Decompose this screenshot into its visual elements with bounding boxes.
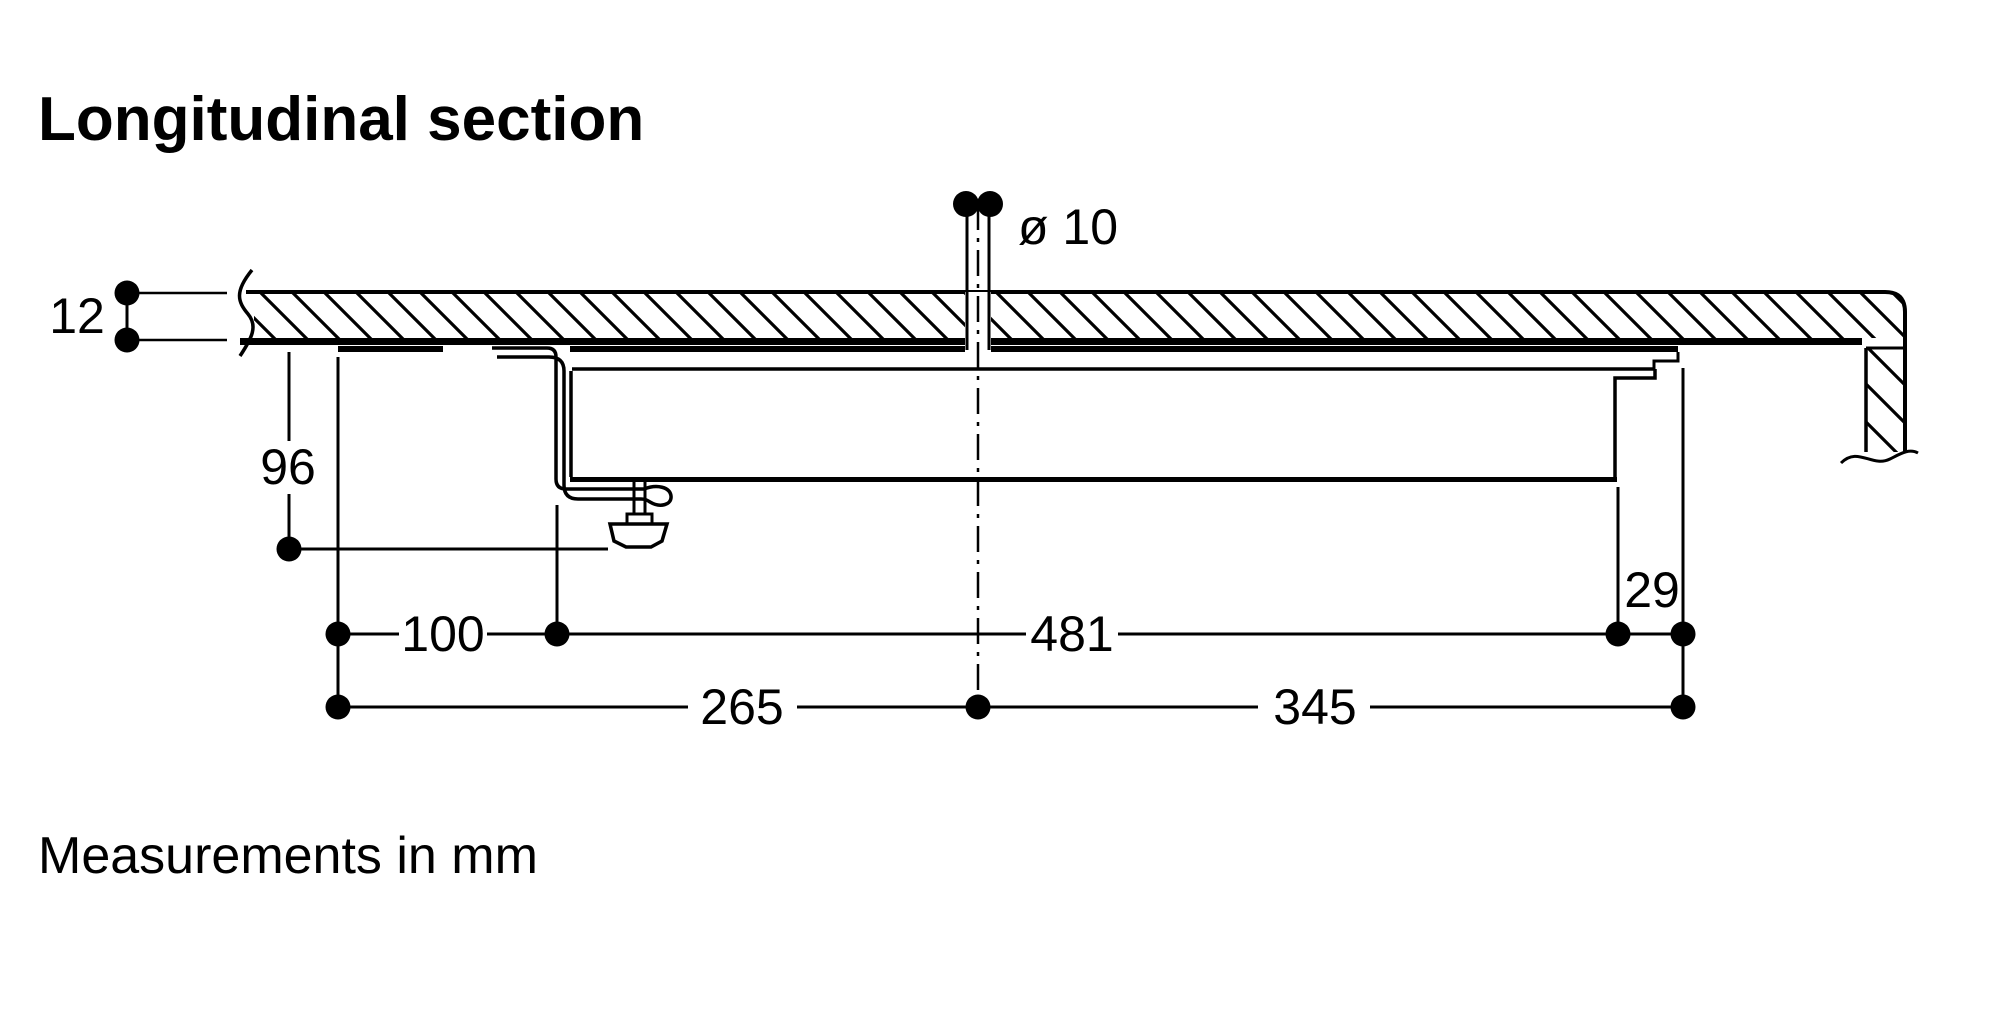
dim-100-label: 100	[401, 606, 484, 662]
dim-12-leaders	[139, 291, 227, 342]
hole-marker-dot-left	[953, 191, 979, 217]
hole-marker-dot-right	[977, 191, 1003, 217]
housing-right-wall	[1613, 369, 1657, 477]
worktop-hatch	[254, 294, 1903, 338]
dim-12-label: 12	[49, 288, 105, 344]
housing-bottom-edge	[570, 477, 1617, 482]
dim-96-label: 96	[260, 439, 316, 495]
dim-row1-dot-1	[325, 621, 351, 647]
dimension-row-upper: 100 481 29	[325, 562, 1696, 662]
hole-diameter-label: ø 10	[1018, 199, 1118, 255]
dim-481-label: 481	[1030, 606, 1113, 662]
side-panel-section	[1839, 346, 1919, 465]
dim-265-label: 265	[700, 679, 783, 735]
cooktop-glass	[338, 346, 1680, 369]
side-panel-hatch	[1866, 348, 1903, 452]
dim-row1-dot-4	[1670, 621, 1696, 647]
glass-right-step	[1652, 352, 1680, 369]
dim-345-label: 345	[1273, 679, 1356, 735]
extension-lines	[336, 357, 1685, 707]
dim-row2-dot-3	[1670, 694, 1696, 720]
drill-hole: ø 10	[953, 191, 1118, 352]
dim-row1-dot-2	[544, 621, 570, 647]
worktop-left-break	[237, 268, 255, 357]
dim-row2-dot-2	[965, 694, 991, 720]
levelling-screw	[607, 482, 670, 549]
cooktop-housing	[569, 367, 1657, 482]
screw-knob	[607, 522, 670, 549]
dimension-row-lower: 265 345	[325, 679, 1696, 735]
dimension-12: 12	[49, 280, 227, 353]
side-panel-break-wave	[1839, 449, 1919, 465]
worktop-top-edge	[246, 290, 1907, 451]
hole-walls	[965, 216, 991, 350]
glass-main-segment	[570, 346, 1678, 352]
page-title: Longitudinal section	[38, 85, 644, 154]
units-note: Measurements in mm	[38, 827, 538, 885]
worktop-bottom-edge	[240, 338, 1862, 345]
dim-29-label: 29	[1624, 562, 1680, 618]
worktop-section	[237, 268, 1907, 451]
dimension-96: 96	[260, 352, 608, 562]
dim-row2-dot-1	[325, 694, 351, 720]
glass-left-segment	[338, 346, 443, 352]
screw-shaft	[632, 482, 647, 514]
dim-row1-dot-3	[1605, 621, 1631, 647]
fixing-bracket-profile	[492, 346, 673, 507]
